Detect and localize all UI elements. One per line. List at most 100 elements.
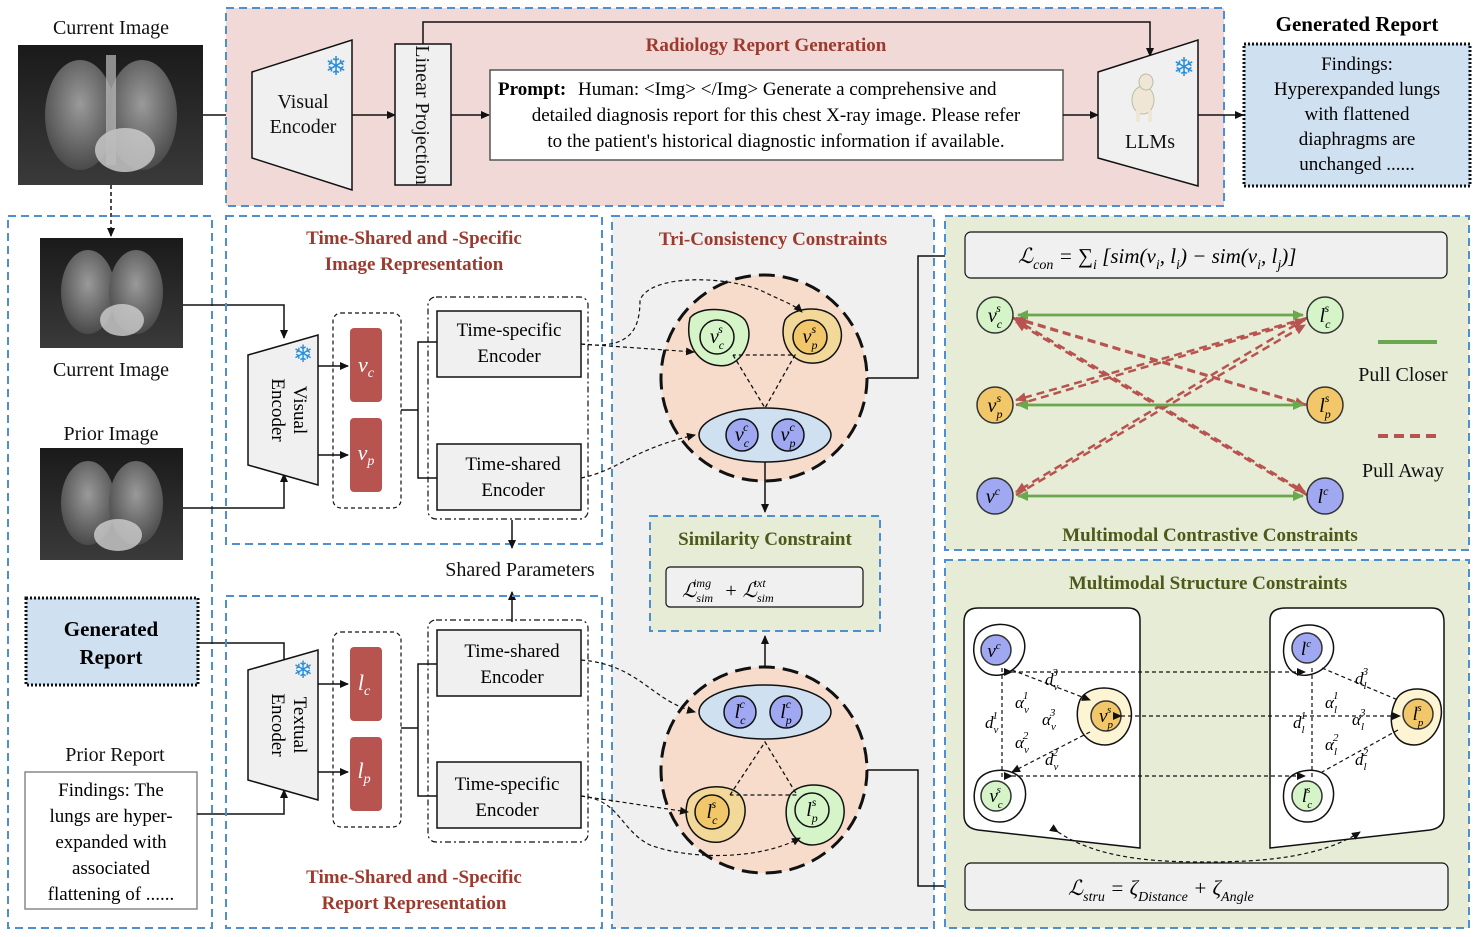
svg-text:Image Representation: Image Representation (325, 254, 504, 275)
svg-text:Encoder: Encoder (267, 378, 288, 442)
node-lsc-rep: lcs (685, 786, 746, 843)
svg-text:Visual: Visual (277, 91, 328, 113)
token-lp: lp (350, 737, 382, 811)
svg-text:lp: lp (357, 758, 370, 787)
struct-node-vc: vc (973, 623, 1026, 676)
svg-text:vpc: vpc (781, 420, 796, 450)
prompt-box: Prompt: Human: <Img> </Img> Generate a c… (489, 69, 1064, 161)
visual-encoder-image: Visual Encoder ❄ (247, 334, 319, 486)
svg-text:with flattened: with flattened (1305, 104, 1410, 125)
shared-image-node-group (698, 407, 832, 463)
pull-away-label: Pull Away (1362, 460, 1444, 482)
snowflake-icon: ❄ (325, 52, 347, 81)
radiology-report-generation-title: Radiology Report Generation (646, 35, 887, 56)
svg-text:Generated: Generated (64, 617, 159, 641)
visual-encoder-top: Visual Encoder ❄ (251, 38, 353, 192)
svg-text:ℒsimimg + ℒsimtxt: ℒsimimg + ℒsimtxt (682, 576, 774, 605)
alpaca-icon (1131, 73, 1155, 122)
svg-text:vcc: vcc (735, 420, 750, 450)
struct-node-lsc: lcs (1282, 769, 1335, 823)
report-representation-title: Time-Shared and -Specific (306, 867, 522, 888)
svg-text:Time-specific: Time-specific (457, 320, 562, 341)
svg-text:Visual: Visual (289, 386, 310, 434)
svg-text:Textual: Textual (289, 697, 310, 754)
image-encoder-group (427, 296, 589, 520)
svg-text:Encoder: Encoder (477, 346, 541, 367)
node-vc: vc (976, 477, 1014, 515)
svg-text:Linear Projection: Linear Projection (411, 45, 433, 184)
struct-node-vsc: vcs (973, 769, 1027, 823)
node-lc: lc (1306, 477, 1344, 515)
svg-text:αv1: αv1 (1015, 690, 1029, 716)
svg-text:detailed diagnosis report for: detailed diagnosis report for this chest… (532, 105, 1021, 126)
token-lc: lc (350, 647, 382, 721)
svg-text:dl2: dl2 (1355, 747, 1369, 773)
svg-text:lc: lc (1301, 638, 1311, 660)
legend: Pull Closer Pull Away (1358, 340, 1448, 482)
struct-node-lsp: lps (1390, 688, 1443, 746)
node-lcc: lcc (723, 695, 757, 729)
similarity-formula: ℒsimimg + ℒsimtxt (665, 566, 864, 608)
linear-projection: Linear Projection (394, 43, 452, 186)
svg-text:dv1: dv1 (985, 710, 999, 736)
svg-text:Time-shared: Time-shared (465, 454, 561, 475)
svg-text:to the patient's historical di: to the patient's historical diagnostic i… (547, 131, 1004, 152)
node-lcp: lpc (769, 695, 803, 729)
svg-text:Time-shared: Time-shared (464, 641, 560, 662)
current-image-label-top: Current Image (53, 17, 169, 39)
svg-text:associated: associated (72, 858, 151, 879)
prior-report-label: Prior Report (65, 744, 165, 766)
shared-report-node-group (698, 684, 832, 740)
token-vp: vp (350, 418, 382, 492)
svg-text:Human: <Img> </Img> Generate a: Human: <Img> </Img> Generate a comprehen… (578, 79, 997, 100)
svg-text:vps: vps (803, 322, 818, 352)
report-representation-panel (225, 595, 603, 929)
node-vcc: vcc (725, 418, 759, 452)
struct-node-lc: lc (1282, 624, 1335, 676)
time-specific-encoder-image: Time-specific Encoder (436, 310, 582, 378)
node-vsp-img: vps (782, 308, 843, 364)
node-lsp-rep: lps (785, 784, 845, 846)
svg-text:lungs are hyper-: lungs are hyper- (49, 806, 172, 827)
svg-text:vps: vps (1099, 704, 1113, 731)
contrastive-green-lines (1017, 310, 1304, 501)
node-vcp: vpc (771, 418, 805, 452)
image-representation-panel (225, 215, 603, 545)
report-token-group (332, 631, 402, 828)
snowflake-icon: ❄ (293, 658, 313, 684)
svg-text:Encoder: Encoder (475, 800, 539, 821)
generated-report-box-top: Findings: Hyperexpanded lungs with flatt… (1242, 42, 1472, 188)
structure-triangle-left: dv3 dv1 dv2 αv1 αv3 αv2 (985, 667, 1091, 778)
svg-text:lc: lc (358, 670, 371, 699)
svg-text:flattening of ......: flattening of ...... (48, 884, 175, 905)
snowflake-icon: ❄ (293, 342, 313, 368)
svg-text:expanded with: expanded with (55, 832, 167, 853)
svg-text:vps: vps (988, 391, 1003, 421)
svg-text:Findings:: Findings: (1321, 54, 1393, 75)
prior-report-box: Findings: The lungs are hyper- expanded … (24, 771, 198, 910)
svg-text:lcs: lcs (1302, 784, 1312, 811)
svg-text:Time-specific: Time-specific (455, 774, 560, 795)
svg-text:Encoder: Encoder (267, 693, 288, 757)
svg-text:Encoder: Encoder (481, 480, 545, 501)
time-shared-encoder-image: Time-shared Encoder (436, 443, 582, 511)
shared-parameters-label: Shared Parameters (445, 559, 595, 581)
svg-text:dv2: dv2 (1045, 747, 1059, 773)
svg-text:Report Representation: Report Representation (322, 893, 507, 914)
time-shared-encoder-report: Time-shared Encoder (436, 629, 582, 697)
svg-text:Findings: The: Findings: The (58, 780, 164, 801)
image-token-group (332, 312, 402, 509)
svg-text:αv2: αv2 (1015, 730, 1029, 756)
svg-text:vc: vc (358, 352, 375, 381)
generated-report-box-left: Generated Report (24, 596, 200, 687)
svg-text:lc: lc (1318, 484, 1330, 508)
node-lsp: lps (1306, 386, 1344, 424)
time-specific-encoder-report: Time-specific Encoder (436, 761, 582, 829)
contrastive-formula: ℒcon = ∑i [sim(vi, li) − sim(vi, lj)] (964, 231, 1448, 279)
svg-text:Report: Report (80, 645, 143, 669)
token-vc: vc (350, 328, 382, 402)
svg-text:αl2: αl2 (1325, 732, 1339, 758)
inputs-panel (7, 215, 213, 929)
node-vsc: vcs (976, 296, 1014, 334)
